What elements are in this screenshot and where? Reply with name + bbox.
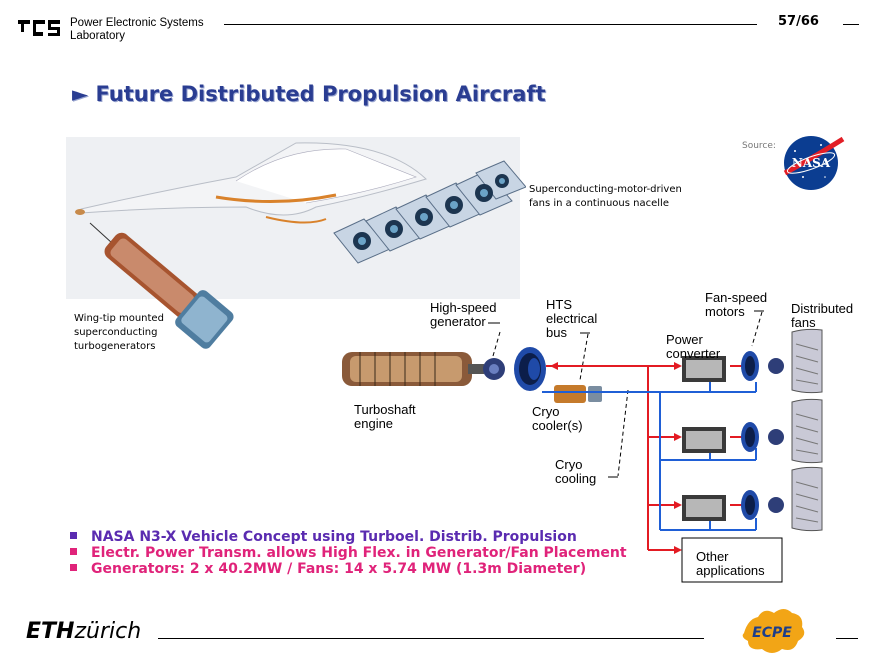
label-distributed-fans: Distributed fans — [791, 302, 853, 330]
label-hts-bus: HTS electrical bus — [546, 298, 597, 340]
aircraft-illustration — [66, 137, 527, 381]
other-applications-box — [681, 537, 783, 583]
bullet-item: Electr. Power Transm. allows High Flex. … — [70, 545, 627, 561]
label-line: Cryo — [555, 457, 583, 472]
fans-caption-line: Superconducting-motor-driven — [529, 184, 682, 195]
eth-logo-bold: ETH — [26, 619, 75, 644]
label-line: Fan-speed — [705, 290, 768, 305]
label-turboshaft-engine: Turboshaft engine — [354, 403, 416, 431]
wingtip-caption-line: superconducting — [74, 327, 158, 338]
footer-rule — [158, 638, 704, 639]
bullet-text: NASA N3-X Vehicle Concept using Turboel.… — [91, 529, 577, 545]
fans-caption-line: fans in a continuous nacelle — [529, 198, 669, 209]
label-line: Other — [696, 549, 729, 564]
label-line: Distributed — [791, 301, 854, 316]
label-high-speed-generator: High-speed generator — [430, 301, 497, 329]
label-line: bus — [546, 325, 567, 340]
label-line: motors — [705, 304, 745, 319]
label-power-converter: Power converter — [666, 333, 720, 361]
lab-name: Power Electronic Systems Laboratory — [70, 17, 204, 43]
bullet-item: NASA N3-X Vehicle Concept using Turboel.… — [70, 529, 627, 545]
ecpe-logo-text: ECPE — [752, 625, 792, 641]
fans-caption: Superconducting-motor-driven fans in a c… — [529, 183, 682, 211]
label-line: High-speed — [430, 300, 497, 315]
label-other-applications: Other applications — [696, 550, 765, 578]
propulsion-diagram — [330, 280, 860, 594]
nasa-logo-icon: NASA — [781, 133, 847, 195]
label-cryo-cooling: Cryo cooling — [555, 458, 596, 486]
wingtip-caption: Wing-tip mounted superconducting turboge… — [74, 312, 164, 354]
source-label: Source: — [742, 141, 776, 151]
label-line: HTS — [546, 297, 572, 312]
cryo-cooler-icon — [554, 385, 602, 403]
header-rule-right — [843, 24, 859, 25]
fan-motor-icon — [741, 351, 784, 520]
bullet-square-icon — [70, 548, 77, 555]
eth-logo-light: zürich — [74, 619, 142, 644]
slide-title: ► Future Distributed Propulsion Aircraft — [72, 82, 546, 106]
ecpe-logo-icon: ECPE — [734, 603, 812, 663]
turboshaft-engine-icon — [342, 352, 484, 386]
label-line: Cryo — [532, 404, 560, 419]
label-line: converter — [666, 346, 721, 361]
label-line: generator — [430, 314, 486, 329]
label-line: cooler(s) — [532, 418, 583, 433]
label-line: engine — [354, 416, 394, 431]
label-line: electrical — [546, 311, 598, 326]
distributed-fan-icon — [791, 328, 823, 532]
label-cryo-coolers: Cryo cooler(s) — [532, 405, 583, 433]
power-converter-icon — [682, 356, 726, 521]
footer-rule-right — [836, 638, 858, 639]
wingtip-caption-line: Wing-tip mounted — [74, 313, 164, 324]
hts-bus-icon — [514, 347, 546, 391]
lab-name-line2: Laboratory — [70, 30, 125, 42]
nasa-logo-text: NASA — [792, 156, 831, 170]
page-number: 57/66 — [778, 14, 819, 29]
bullet-square-icon — [70, 564, 77, 571]
label-line: cooling — [555, 471, 597, 486]
bullet-item: Generators: 2 x 40.2MW / Fans: 14 x 5.74… — [70, 561, 627, 577]
bullet-text: Generators: 2 x 40.2MW / Fans: 14 x 5.74… — [91, 561, 587, 577]
generator-icon — [483, 358, 505, 380]
pes-logo-icon — [18, 18, 60, 44]
label-line: Turboshaft — [354, 402, 416, 417]
wingtip-caption-line: turbogenerators — [74, 341, 156, 352]
label-line: Power — [666, 332, 703, 347]
header-rule — [224, 24, 757, 25]
eth-logo: ETHzürich — [26, 619, 141, 645]
bullet-list: NASA N3-X Vehicle Concept using Turboel.… — [70, 529, 627, 577]
label-line: applications — [696, 563, 765, 578]
label-line: fans — [791, 315, 816, 330]
bullet-text: Electr. Power Transm. allows High Flex. … — [91, 545, 627, 561]
lab-name-line1: Power Electronic Systems — [70, 17, 204, 29]
bullet-square-icon — [70, 532, 77, 539]
label-fan-speed-motors: Fan-speed motors — [705, 291, 767, 319]
